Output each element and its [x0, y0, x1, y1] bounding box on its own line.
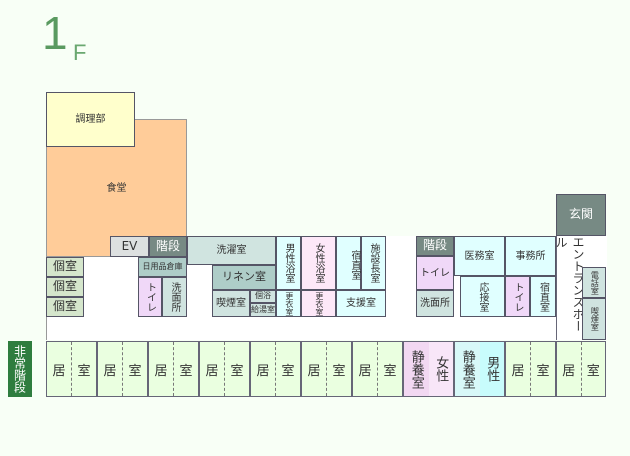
room-support[interactable]: 支援室: [336, 290, 386, 317]
room-female-bath[interactable]: 女性浴室: [301, 236, 336, 290]
label: 居: [557, 342, 582, 396]
room-linen[interactable]: リネン室: [212, 265, 276, 290]
label: 調理部: [75, 114, 106, 125]
floor-unit: F: [73, 40, 87, 65]
room-washroom-right[interactable]: 洗面所: [416, 290, 454, 317]
rest-room-male[interactable]: 静養室男性: [454, 341, 505, 397]
label: 室: [281, 363, 295, 379]
label: 居: [353, 342, 378, 396]
room-hot-water[interactable]: 給湯室: [250, 303, 276, 317]
label: 室: [179, 363, 193, 379]
label: 男性: [479, 342, 504, 396]
living-room[interactable]: 居室: [250, 341, 301, 397]
room-storage[interactable]: 日用品倉庫: [138, 257, 187, 277]
room-smoking-right[interactable]: 喫煙室: [582, 298, 606, 340]
room-laundry[interactable]: 洗濯室: [187, 236, 276, 265]
label: 室: [586, 363, 600, 379]
room-private-bath[interactable]: 個浴: [250, 290, 276, 303]
label: 食堂: [106, 182, 127, 194]
room-smoking-left[interactable]: 喫煙室: [212, 290, 250, 317]
label: 居: [506, 342, 531, 396]
label: 静養室: [404, 342, 429, 396]
living-room[interactable]: 居室: [352, 341, 403, 397]
label: 居: [47, 342, 72, 396]
label: 室: [383, 363, 397, 379]
label: 居: [98, 342, 123, 396]
living-room[interactable]: 居室: [148, 341, 199, 397]
room-private-1[interactable]: 個室: [46, 257, 84, 277]
room-entrance-hall[interactable]: エントランスホール: [554, 236, 585, 340]
label: 居: [251, 342, 276, 396]
floor-number: 1: [42, 7, 68, 59]
label: 静養室: [455, 342, 480, 396]
room-director[interactable]: 施設長室: [361, 236, 386, 290]
living-room[interactable]: 居室: [301, 341, 352, 397]
living-room[interactable]: 居室: [556, 341, 606, 397]
label: 居: [302, 342, 327, 396]
living-room[interactable]: 居室: [199, 341, 250, 397]
room-male-bath[interactable]: 男性浴室: [276, 236, 301, 290]
label: 室: [77, 363, 91, 379]
label: 居: [200, 342, 225, 396]
room-toilet-office[interactable]: トイレ: [505, 276, 530, 317]
living-room[interactable]: 居室: [46, 341, 97, 397]
room-private-3[interactable]: 個室: [46, 297, 84, 317]
room-night-duty-right[interactable]: 宿直室: [530, 276, 556, 317]
living-room[interactable]: 居室: [97, 341, 148, 397]
room-ev[interactable]: EV: [110, 236, 149, 257]
room-office[interactable]: 事務所: [505, 236, 556, 276]
label: 居: [149, 342, 174, 396]
room-toilet-right[interactable]: トイレ: [416, 256, 454, 290]
label: 室: [332, 363, 346, 379]
room-kitchen[interactable]: 調理部: [46, 92, 135, 147]
room-stairs-right[interactable]: 階段: [416, 236, 454, 256]
label: 室: [230, 363, 244, 379]
rest-room-female[interactable]: 静養室女性: [403, 341, 454, 397]
room-reception[interactable]: 応接室: [460, 276, 505, 317]
room-changing-1[interactable]: 更衣室: [276, 290, 301, 317]
room-changing-2[interactable]: 更衣室: [301, 290, 336, 317]
room-private-2[interactable]: 個室: [46, 277, 84, 297]
room-medical[interactable]: 医務室: [454, 236, 505, 276]
room-washroom-left[interactable]: 洗面所: [162, 277, 187, 317]
room-phone[interactable]: 電話室: [582, 267, 606, 298]
room-night-duty-left[interactable]: 宿直室: [336, 236, 361, 290]
living-room[interactable]: 居室: [505, 341, 556, 397]
room-stairs-left[interactable]: 階段: [149, 236, 187, 257]
label: 室: [536, 363, 550, 379]
room-toilet-left[interactable]: トイレ: [138, 277, 162, 317]
room-entrance[interactable]: 玄関: [556, 194, 606, 236]
label: 女性: [428, 342, 453, 396]
label: 室: [128, 363, 142, 379]
emergency-stairs[interactable]: 非常階段: [8, 341, 32, 397]
